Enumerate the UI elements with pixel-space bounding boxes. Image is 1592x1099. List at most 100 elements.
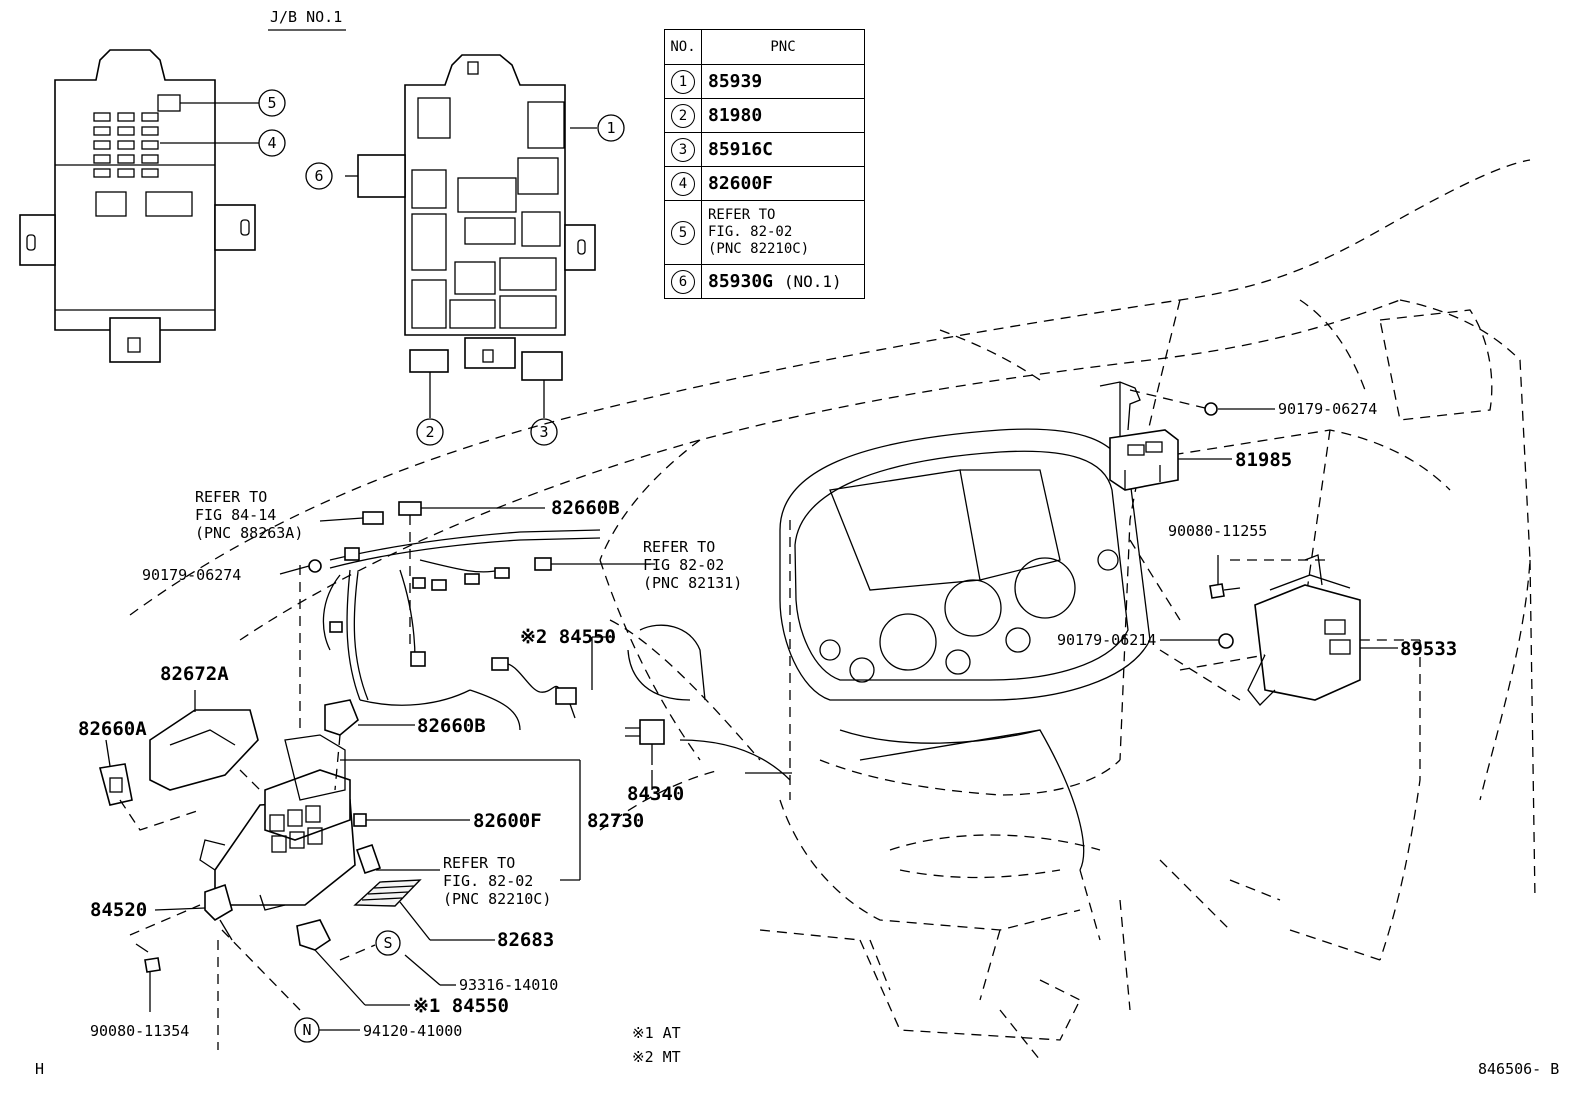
label-90179-06274-left: 90179-06274	[142, 566, 241, 584]
wire-harness	[308, 529, 601, 706]
label-82660b-mid: 82660B	[417, 715, 486, 737]
table-row: 1 85939	[664, 64, 865, 99]
switch-84340	[625, 719, 665, 765]
row-number: 6	[671, 269, 695, 294]
label-82600f: 82600F	[473, 810, 542, 832]
callout-4: 4	[258, 129, 286, 157]
label-82683: 82683	[497, 929, 554, 951]
label-82672a: 82672A	[160, 663, 229, 685]
svg-text:N: N	[302, 1021, 311, 1039]
callout-1: 1	[597, 114, 625, 142]
svg-text:3: 3	[539, 423, 548, 441]
table-row: 6 85930G (NO.1)	[664, 264, 865, 299]
row-pnc: 85939	[701, 64, 865, 99]
label-84550-at: ※1 84550	[413, 995, 509, 1017]
label-refer-84-14-line2: FIG 84-14	[195, 506, 276, 524]
label-94120-41000: 94120-41000	[363, 1022, 462, 1040]
pnc-table: NO. PNC 1 85939 2 81980 3 85916C 4 82600…	[664, 29, 865, 299]
relay-block-82730	[199, 734, 356, 911]
row-number: 1	[671, 69, 695, 94]
svg-text:1: 1	[606, 119, 615, 137]
header-no: NO.	[664, 29, 702, 65]
bolt-90080-11354	[135, 943, 161, 973]
module-81985	[1099, 381, 1179, 491]
label-refer-82-02-a-line2: FIG 82-02	[643, 556, 724, 574]
row-pnc-refer-line: (PNC 82210C)	[708, 241, 810, 257]
label-refer-82-02-b-line1: REFER TO	[443, 854, 515, 872]
label-refer-84-14-line1: REFER TO	[195, 488, 267, 506]
instrument-cluster	[779, 428, 1151, 871]
table-row: 3 85916C	[664, 132, 865, 167]
table-row: 2 81980	[664, 98, 865, 133]
svg-text:S: S	[383, 934, 392, 952]
svg-text:4: 4	[267, 134, 276, 152]
label-82730: 82730	[587, 810, 644, 832]
switch-84550-mt	[491, 657, 577, 719]
label-90179-06214: 90179-06214	[1057, 631, 1156, 649]
part-82210c	[355, 843, 382, 875]
label-82660b-top: 82660B	[551, 497, 620, 519]
row-number: 3	[671, 137, 695, 162]
label-84520: 84520	[90, 899, 147, 921]
svg-text:2: 2	[425, 423, 434, 441]
row-number: 5	[671, 220, 695, 245]
label-90080-11255: 90080-11255	[1168, 522, 1267, 540]
instrument-panel-outline	[129, 159, 1536, 1061]
relay-82600f	[353, 813, 367, 827]
row-pnc: 81980	[701, 98, 865, 133]
clip-90179-06214	[1218, 633, 1234, 649]
svg-text:5: 5	[267, 94, 276, 112]
sensor-84520	[204, 883, 233, 922]
row-pnc: 85916C	[701, 132, 865, 167]
note-mt: ※2 MT	[632, 1048, 681, 1066]
leader-lines	[105, 408, 1398, 1031]
connector-82660b-top	[398, 501, 422, 516]
row-pnc-note: (NO.1)	[783, 272, 842, 291]
corner-label-left: H	[35, 1060, 45, 1078]
label-refer-82-02-b-line3: (PNC 82210C)	[443, 890, 551, 908]
connector-88263a	[362, 511, 384, 525]
junction-block-front-view	[357, 54, 596, 381]
label-93316-14010: 93316-14010	[459, 976, 558, 994]
label-84340: 84340	[627, 783, 684, 805]
callout-s: S	[375, 930, 401, 956]
callout-3: 3	[530, 418, 558, 446]
label-refer-82-02-a-line3: (PNC 82131)	[643, 574, 742, 592]
table-row: 4 82600F	[664, 166, 865, 201]
bolt-90080-11255	[1209, 583, 1241, 599]
jb-title: J/B NO.1	[270, 8, 342, 26]
row-pnc-refer-line: FIG. 82-02	[708, 224, 793, 240]
label-90080-11354: 90080-11354	[90, 1022, 189, 1040]
row-pnc: 82600F	[701, 166, 865, 201]
connector-82660a	[98, 763, 133, 806]
svg-text:6: 6	[314, 167, 323, 185]
header-pnc: PNC	[701, 29, 865, 65]
callout-6: 6	[305, 162, 333, 190]
label-refer-82-02-b-line2: FIG. 82-02	[443, 872, 533, 890]
label-89533: 89533	[1400, 638, 1457, 660]
row-pnc-refer: REFER TO FIG. 82-02 (PNC 82210C)	[701, 200, 865, 265]
cover-82672a	[149, 709, 259, 791]
row-number: 2	[671, 103, 695, 128]
callout-5: 5	[258, 89, 286, 117]
module-89533	[1247, 554, 1361, 706]
label-refer-84-14-line3: (PNC 88263A)	[195, 524, 303, 542]
junction-block-side-view	[19, 49, 256, 363]
label-90179-06274-right: 90179-06274	[1278, 400, 1377, 418]
row-number: 4	[671, 171, 695, 196]
table-row: 5 REFER TO FIG. 82-02 (PNC 82210C)	[664, 200, 865, 265]
row-pnc: 85930G (NO.1)	[701, 264, 865, 299]
label-82660a: 82660A	[78, 718, 147, 740]
label-refer-82-02-a-line1: REFER TO	[643, 538, 715, 556]
row-pnc-refer-line: REFER TO	[708, 207, 776, 223]
pnc-table-header: NO. PNC	[664, 29, 865, 65]
callout-n: N	[294, 1017, 320, 1043]
label-81985: 81985	[1235, 449, 1292, 471]
clip-90179-06274-right	[1204, 402, 1218, 416]
callout-2: 2	[416, 418, 444, 446]
diagram-id: 846506- B	[1478, 1060, 1560, 1078]
connector-82660b-mid	[324, 699, 359, 736]
row-pnc-value: 85930G	[708, 271, 774, 292]
note-at: ※1 AT	[632, 1024, 681, 1042]
